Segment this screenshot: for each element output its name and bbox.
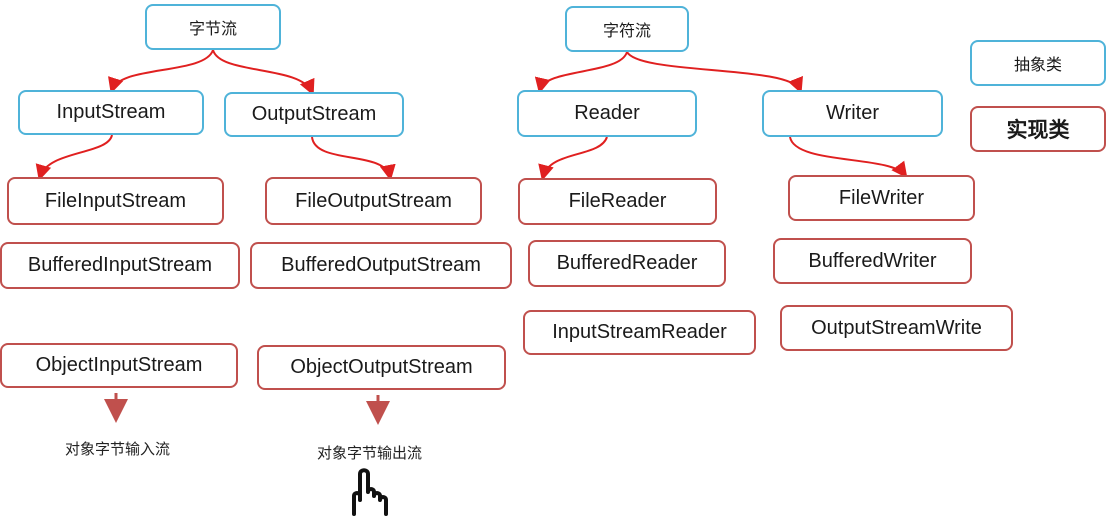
caption-object-byte-output-stream: 对象字节输出流 (317, 444, 423, 462)
arrow-char-to-writer (626, 51, 803, 94)
node-input-stream-reader: InputStreamReader (523, 310, 756, 355)
node-object-output-stream: ObjectOutputStream (257, 345, 506, 390)
caption-object-byte-input-stream: 对象字节输入流 (65, 440, 171, 458)
arrow-input-to-fileinput (35, 134, 113, 181)
node-writer: Writer (762, 90, 943, 137)
node-file-reader: FileReader (518, 178, 717, 225)
node-output-stream-write: OutputStreamWrite (780, 305, 1013, 351)
node-output-stream: OutputStream (224, 92, 404, 137)
arrow-reader-to-filereader (538, 136, 608, 181)
legend-implementation-class: 实现类 (970, 106, 1106, 152)
node-buffered-input-stream: BufferedInputStream (0, 242, 240, 289)
node-file-output-stream: FileOutputStream (265, 177, 482, 225)
arrow-output-to-fileoutput (311, 136, 396, 181)
node-file-input-stream: FileInputStream (7, 177, 224, 225)
node-object-input-stream: ObjectInputStream (0, 343, 238, 388)
arrow-char-to-reader (534, 51, 628, 94)
pointing-hand-cursor-icon (352, 468, 388, 516)
arrow-byte-to-output (212, 49, 315, 96)
node-input-stream: InputStream (18, 90, 204, 135)
node-char-stream: 字符流 (565, 6, 689, 52)
node-buffered-reader: BufferedReader (528, 240, 726, 287)
arrow-writer-to-filewriter (789, 136, 908, 179)
legend-abstract-class: 抽象类 (970, 40, 1106, 86)
node-buffered-writer: BufferedWriter (773, 238, 972, 284)
node-buffered-output-stream: BufferedOutputStream (250, 242, 512, 289)
arrow-byte-to-input (108, 49, 214, 94)
node-file-writer: FileWriter (788, 175, 975, 221)
node-byte-stream: 字节流 (145, 4, 281, 50)
node-reader: Reader (517, 90, 697, 137)
